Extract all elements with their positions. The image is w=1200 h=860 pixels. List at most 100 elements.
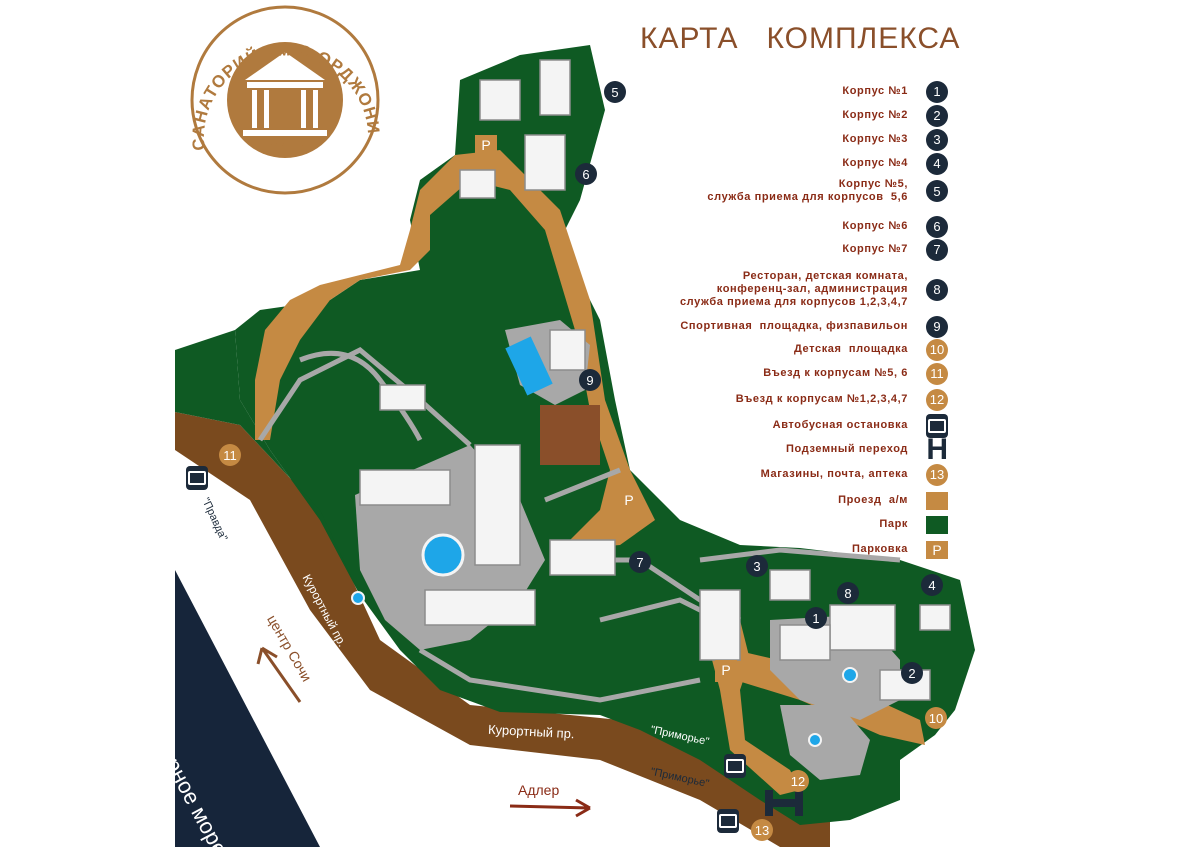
legend-item: Автобусная остановка (772, 413, 948, 438)
legend-badge: 1 (926, 80, 948, 103)
map-marker-4: 4 (921, 574, 943, 596)
adler-label: Адлер (518, 782, 560, 798)
parking-letter: P (721, 662, 731, 678)
building-3 (699, 589, 741, 661)
sports-court (540, 405, 600, 465)
parking-letter: P (624, 492, 634, 508)
building-5a (539, 59, 571, 116)
building-small-north (459, 169, 496, 199)
road-swatch (926, 491, 948, 510)
map-marker-7: 7 (629, 551, 651, 573)
bus-icon (926, 413, 948, 438)
legend-label: Автобусная остановка (772, 419, 908, 431)
map-marker-12: 12 (787, 770, 809, 792)
swimming-pool (505, 336, 553, 396)
map-marker-10: 10 (925, 707, 947, 729)
legend-label: Корпус №7 (842, 243, 908, 255)
parking-north (475, 135, 497, 157)
fountain-main (421, 533, 465, 577)
map-marker-8: 8 (837, 582, 859, 604)
legend-item: Магазины, почта, аптека 13 (760, 463, 948, 486)
legend-label: Въезд к корпусам №5, 6 (763, 367, 908, 379)
building-west-1 (379, 384, 426, 411)
legend-item: Проезд а/м (838, 491, 948, 510)
legend-badge: 7 (926, 238, 948, 261)
parking-markers (475, 135, 737, 682)
bus-stop-icon (186, 466, 208, 490)
park-strip (175, 330, 360, 595)
logo (190, 5, 380, 195)
legend-badge: 10 (926, 338, 948, 361)
legend-label: Корпус №5, служба приема для корпусов 5,… (707, 178, 908, 203)
legend-label: Въезд к корпусам №1,2,3,4,7 (735, 393, 908, 405)
legend-label: Детская площадка (793, 343, 908, 355)
legend-badge: 11 (926, 362, 948, 385)
building-main-south (424, 589, 536, 626)
south-plaza (780, 705, 870, 780)
legend-item: Въезд к корпусам №5, 6 11 (763, 362, 948, 385)
legend-badge: 2 (926, 104, 948, 127)
buildings (359, 59, 951, 701)
map-marker-2: 2 (901, 662, 923, 684)
map-marker-6: 6 (575, 163, 597, 185)
legend-badge: 13 (926, 463, 948, 486)
building-8 (829, 604, 896, 651)
legend-badge: 8 (926, 278, 948, 301)
legend-item: Корпус №7 7 (842, 238, 948, 261)
legend-label: Ресторан, детская комната, конференц-зал… (679, 270, 908, 308)
legend-item: Детская площадка 10 (793, 338, 948, 361)
park-paths (257, 347, 901, 703)
legend-label: Подземный переход (786, 443, 908, 455)
internal-road (255, 150, 655, 550)
legend-label: Корпус №4 (842, 157, 908, 169)
underpass-icon (765, 790, 803, 816)
park-swatch (926, 515, 948, 534)
legend-badge: 4 (926, 152, 948, 175)
building-east-1 (769, 569, 811, 601)
map-marker-3: 3 (746, 555, 768, 577)
building-4 (919, 604, 951, 631)
map-title: КАРТА КОМПЛЕКСА (640, 22, 961, 55)
bus-stop-icon (717, 809, 739, 833)
legend-label: Парк (879, 518, 908, 530)
parking-east (715, 660, 737, 682)
legend-item: Корпус №3 3 (842, 128, 948, 151)
legend-item: Корпус №5, служба приема для корпусов 5,… (707, 178, 948, 204)
building-main-east (474, 444, 521, 566)
legend-label: Парковка (851, 543, 908, 555)
parking-center (618, 490, 640, 512)
legend-badge: 3 (926, 128, 948, 151)
legend-label: Проезд а/м (838, 494, 908, 506)
arrow-adler (509, 798, 591, 818)
map-marker-9: 9 (579, 369, 601, 391)
fountain-west (351, 591, 365, 605)
legend-item: Парк (879, 515, 948, 534)
parking-letter: P (481, 137, 491, 153)
legend-item: Корпус №4 4 (842, 152, 948, 175)
building-sport-hall (549, 329, 586, 371)
legend-label: Корпус №3 (842, 133, 908, 145)
fountain-south (808, 733, 822, 747)
legend-label: Корпус №1 (842, 85, 908, 97)
building-6 (524, 134, 566, 191)
fountain-east (842, 667, 858, 683)
legend-label: Спортивная площадка, физпавильон (680, 320, 908, 332)
map-marker-5: 5 (604, 81, 626, 103)
legend-label: Корпус №6 (842, 220, 908, 232)
legend-badge: 5 (926, 180, 948, 202)
bus-stop-icon (724, 754, 746, 778)
legend-label: Магазины, почта, аптека (760, 468, 908, 480)
legend-item: Ресторан, детская комната, конференц-зал… (679, 270, 948, 309)
legend-item: Корпус №1 1 (842, 80, 948, 103)
legend-item: Подземный переход H (786, 434, 948, 464)
building-1 (779, 624, 831, 661)
map-marker-1: 1 (805, 607, 827, 629)
map-marker-13: 13 (751, 819, 773, 841)
underpass-icon: H (926, 432, 948, 466)
building-7 (549, 539, 616, 576)
map-marker-11: 11 (219, 444, 241, 466)
